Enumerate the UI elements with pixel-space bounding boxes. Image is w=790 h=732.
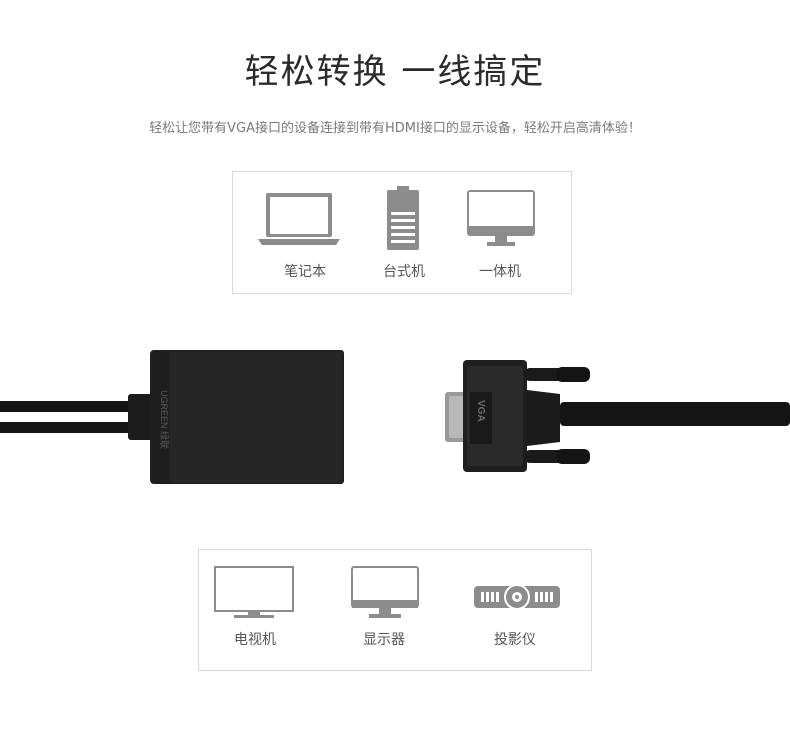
target-device-label: 电视机 (234, 632, 276, 648)
all-in-one-icon (467, 190, 535, 248)
projector-icon (473, 582, 561, 612)
vga-to-hdmi-adapter-image: UGREEN 绿联 VGA (0, 350, 790, 484)
target-device-label: 投影仪 (494, 632, 536, 648)
desktop-tower-icon (385, 186, 421, 252)
monitor-icon (351, 566, 419, 620)
tv-icon (214, 566, 294, 620)
source-device-label: 一体机 (479, 264, 521, 280)
vga-label: VGA (475, 400, 486, 422)
brand-emboss: UGREEN 绿联 (159, 390, 170, 449)
laptop-icon (256, 190, 342, 248)
page-title: 轻松转换 一线搞定 (244, 52, 546, 92)
page-subtitle: 轻松让您带有VGA接口的设备连接到带有HDMI接口的显示设备，轻松开启高清体验！ (149, 121, 641, 136)
source-device-label: 笔记本 (284, 264, 326, 280)
source-device-label: 台式机 (383, 264, 425, 280)
target-device-label: 显示器 (363, 632, 405, 648)
